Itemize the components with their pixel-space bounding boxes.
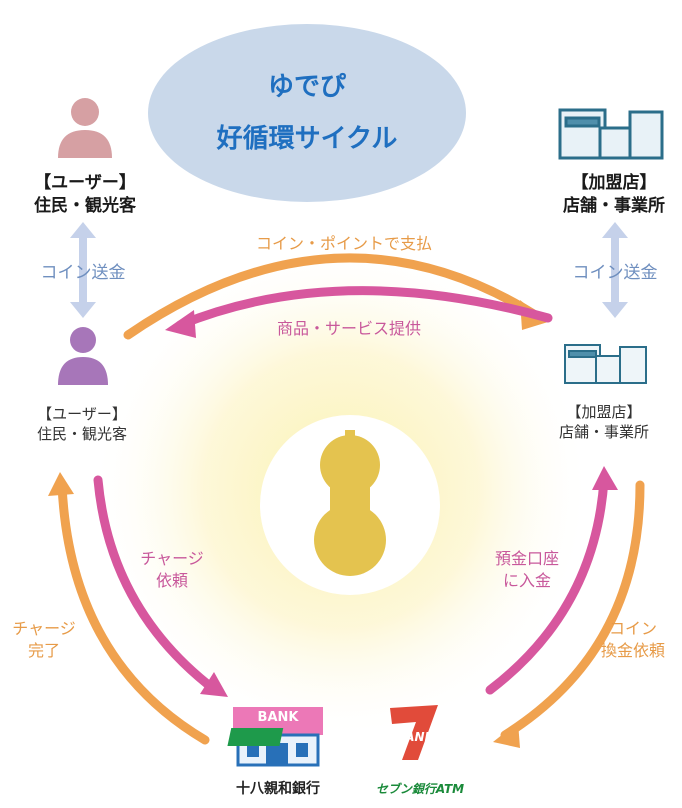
atm-logo-text: BANK xyxy=(396,730,434,744)
charge-done-line2: 完了 xyxy=(27,641,60,660)
user-top-line2: 住民・観光客 xyxy=(34,196,136,216)
service-arc xyxy=(175,286,553,330)
right-transfer-arrow xyxy=(602,222,628,318)
service-label: 商品・サービス提供 xyxy=(276,319,422,338)
bank-sign: BANK xyxy=(257,710,299,725)
bank-name: 十八親和銀行 xyxy=(236,781,320,797)
payment-arc xyxy=(123,253,545,340)
charge-request-line2: 依頼 xyxy=(155,571,188,590)
left-transfer-label: コイン送金 xyxy=(40,263,126,283)
seven-bank-logo xyxy=(227,705,438,760)
deposit-label: 預金口座 に入金 xyxy=(495,548,559,592)
shop-top-line1: 【加盟店】 xyxy=(571,173,657,193)
user-top-label: 【ユーザー】 住民・観光客 xyxy=(34,172,136,218)
shop-mid-icon xyxy=(564,344,647,384)
charge-request-line1: チャージ xyxy=(140,549,204,568)
deposit-line1: 預金口座 xyxy=(494,549,560,568)
atm-name: セブン銀行ATM xyxy=(375,782,465,796)
charge-done-line1: チャージ xyxy=(12,619,76,638)
title-bubble xyxy=(148,24,466,202)
user-mid-icon xyxy=(58,327,108,385)
exchange-arrow xyxy=(500,480,645,740)
user-top-line1: 【ユーザー】 xyxy=(34,173,136,193)
title-line2: 好循環サイクル xyxy=(216,124,398,154)
user-top-icon xyxy=(58,98,112,158)
deposit-line2: に入金 xyxy=(502,571,552,590)
service-arrowhead xyxy=(165,310,196,338)
user-mid-line2: 住民・観光客 xyxy=(36,425,128,443)
left-transfer-arrow xyxy=(70,222,96,318)
user-mid-line1: 【ユーザー】 xyxy=(37,405,127,423)
title-line1: ゆでぴ xyxy=(267,72,347,102)
shop-top-line2: 店舗・事業所 xyxy=(563,196,665,216)
peanut-icon xyxy=(314,430,386,576)
charge-done-label: チャージ 完了 xyxy=(12,618,76,662)
right-transfer-label: コイン送金 xyxy=(572,263,658,283)
charge-done-arrow xyxy=(57,480,210,745)
shop-mid-label: 【加盟店】 店舗・事業所 xyxy=(559,402,649,442)
deposit-arrow xyxy=(485,475,609,695)
user-mid-label: 【ユーザー】 住民・観光客 xyxy=(37,404,127,444)
exchange-line1: コイン xyxy=(608,619,658,638)
shop-top-label: 【加盟店】 店舗・事業所 xyxy=(563,172,665,218)
charge-request-arrow xyxy=(93,475,220,695)
shop-mid-line1: 【加盟店】 xyxy=(566,403,642,421)
exchange-label: コイン 換金依頼 xyxy=(601,618,665,662)
shop-mid-line2: 店舗・事業所 xyxy=(558,423,650,441)
exchange-line2: 換金依頼 xyxy=(600,641,666,660)
payment-label: コイン・ポイントで支払 xyxy=(255,234,433,253)
shop-top-icon xyxy=(558,108,664,160)
charge-request-label: チャージ 依頼 xyxy=(140,548,204,592)
